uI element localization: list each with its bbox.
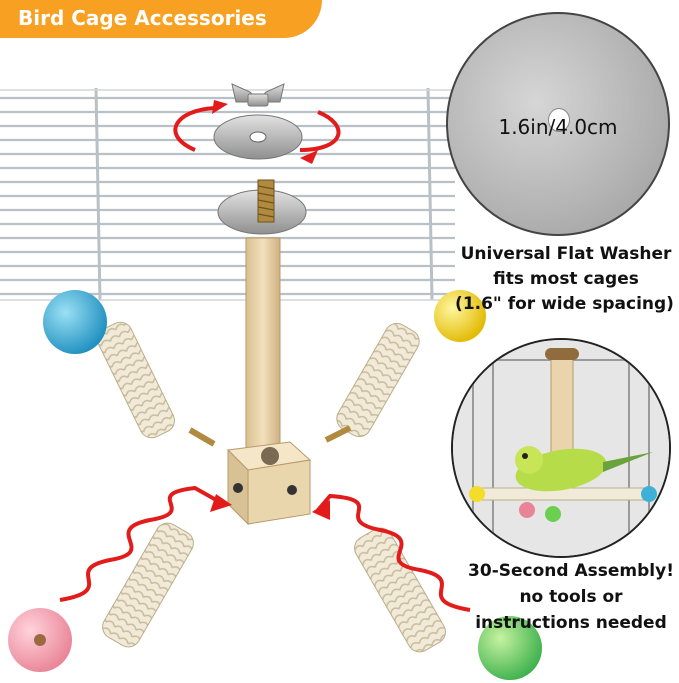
assembly-line3: instructions needed xyxy=(475,613,667,633)
washer-dimension: 1.6in/4.0cm xyxy=(498,115,618,139)
assembly-line2: no tools or xyxy=(519,587,623,607)
rope-perch-lower-right xyxy=(354,527,542,680)
wooden-cube xyxy=(226,441,312,526)
rope-perch-upper-right xyxy=(324,290,486,443)
rope-perch-upper-left xyxy=(43,290,216,447)
installed-perch-scene xyxy=(453,340,669,556)
washer-closeup: 1.6in/4.0cm xyxy=(446,12,670,236)
spiral-arrow-right xyxy=(316,493,471,612)
spiral-arrow-left xyxy=(59,485,226,602)
washer-note-line3: (1.6" for wide spacing) xyxy=(455,294,674,314)
wooden-perch-vertical xyxy=(245,237,281,451)
rotation-arrows xyxy=(173,106,341,152)
banner-title: Bird Cage Accessories xyxy=(18,6,267,30)
installed-perch-photo xyxy=(451,338,671,558)
cage-grid xyxy=(0,87,470,301)
washer-note-line1: Universal Flat Washer xyxy=(460,244,672,264)
washer-note-line2: fits most cages xyxy=(493,269,639,289)
rope-perch-lower-left xyxy=(8,522,194,672)
wing-nut xyxy=(231,83,285,107)
title-banner: Bird Cage Accessories xyxy=(0,0,322,38)
assembly-line1: 30-Second Assembly! xyxy=(468,561,674,581)
washer-hole xyxy=(548,108,570,132)
